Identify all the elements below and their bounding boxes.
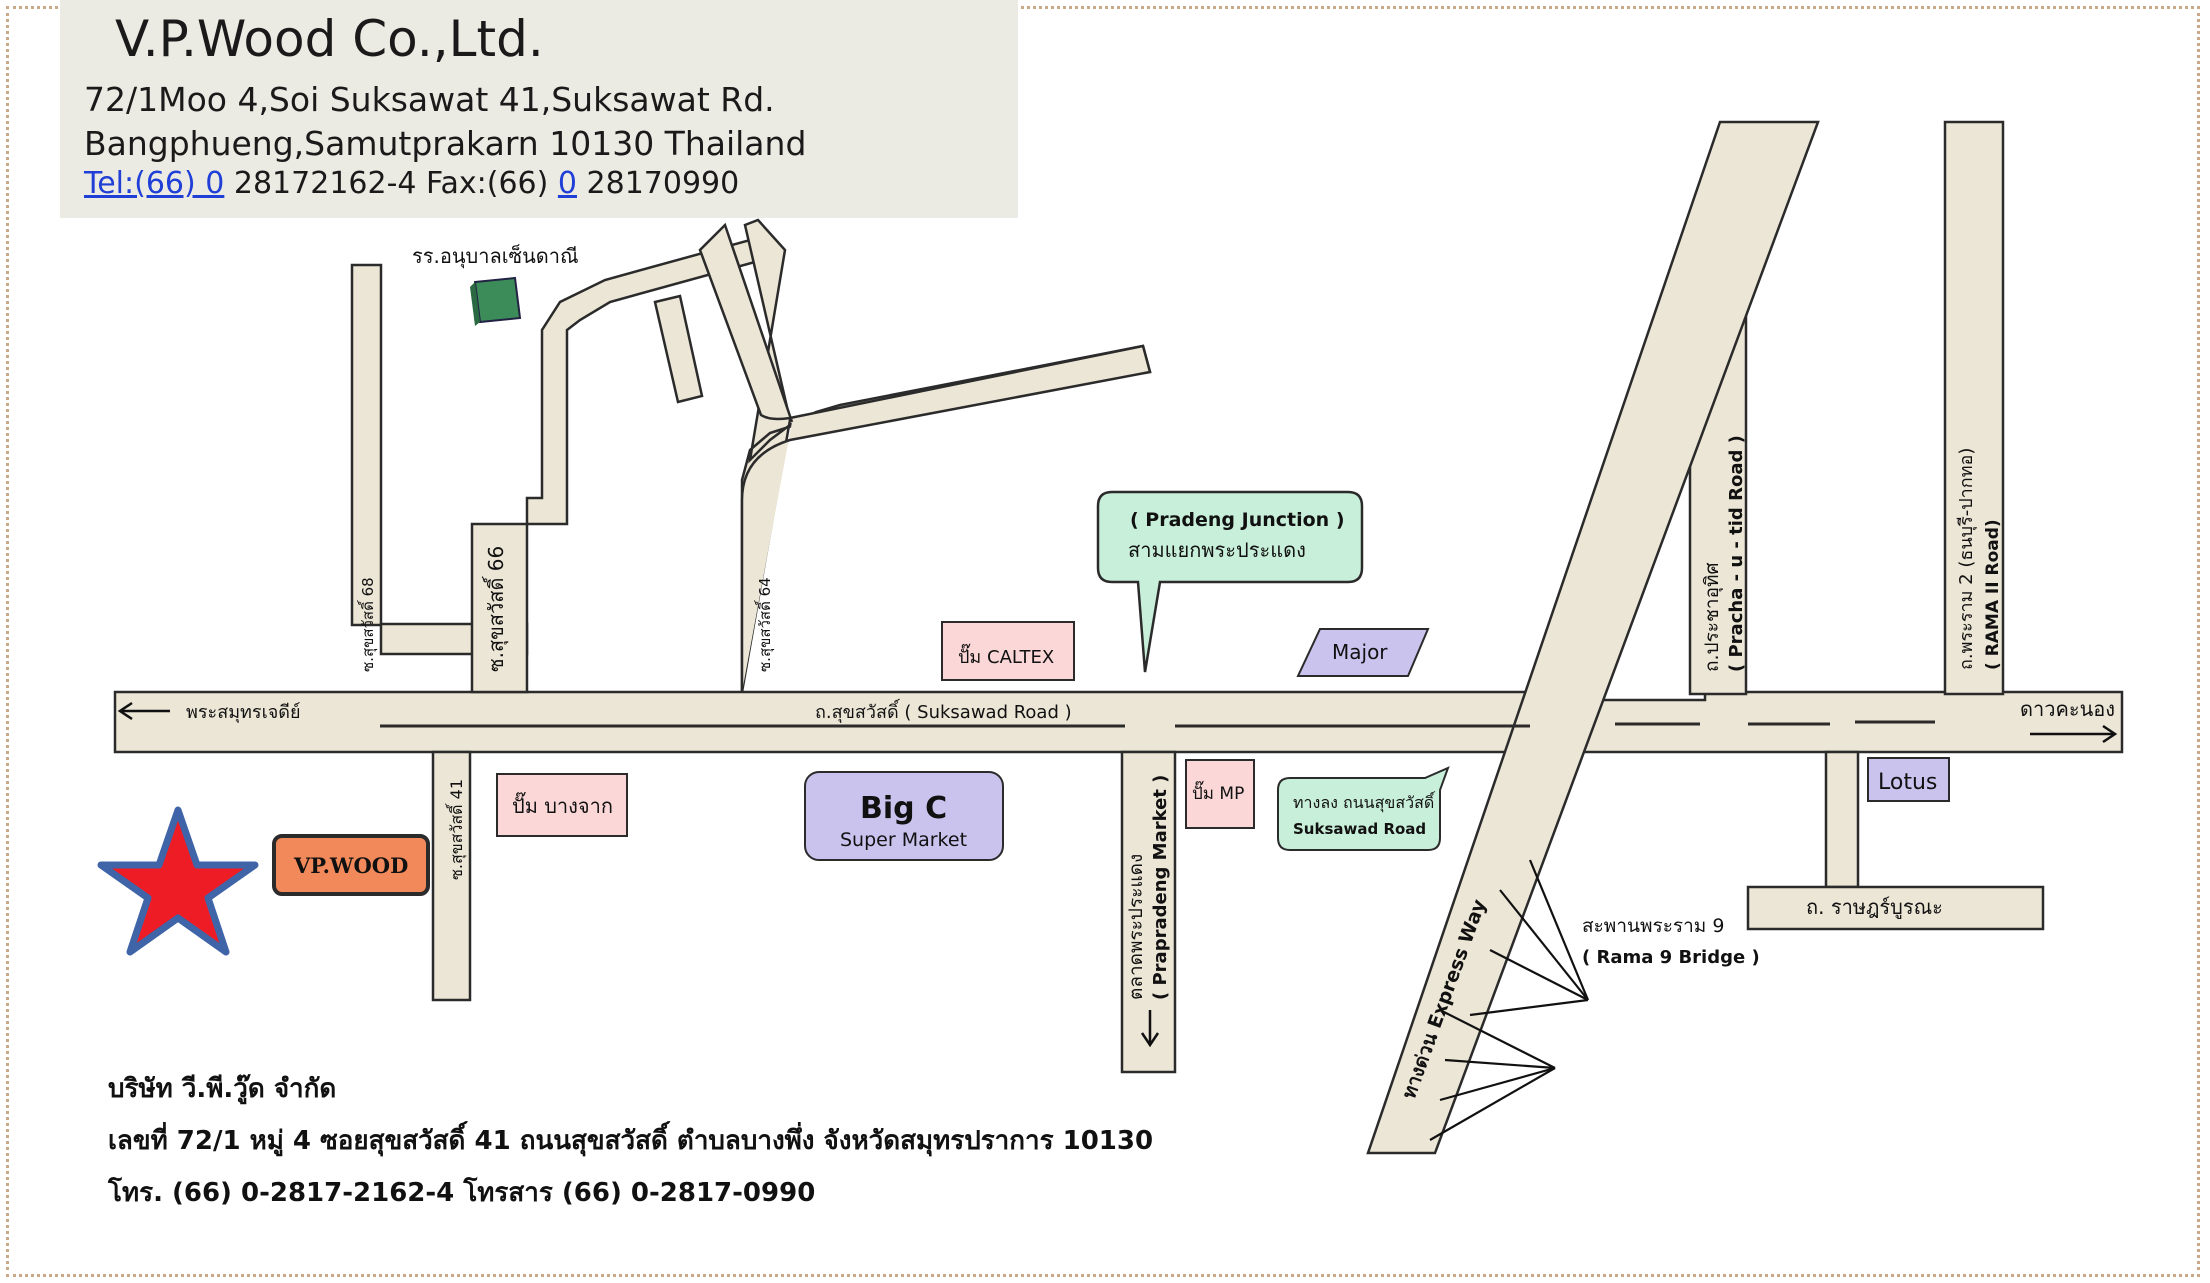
page-border bbox=[6, 6, 2200, 1277]
svg-text:VP.WOOD: VP.WOOD bbox=[293, 853, 408, 878]
contact-line: Tel:(66) 0 28172162-4 Fax:(66) 0 2817099… bbox=[84, 166, 739, 201]
soi-41-label: ซ.สุขสวัสดิ์ 41 bbox=[445, 779, 467, 880]
star-marker-icon bbox=[97, 806, 259, 956]
roads bbox=[113, 120, 2124, 1155]
expressway bbox=[1366, 120, 1820, 1155]
school-label: รร.อนุบาลเซ็นดาณี bbox=[412, 243, 579, 269]
bridge-label-th: สะพานพระราม 9 bbox=[1582, 915, 1724, 937]
soi-41-road bbox=[431, 750, 472, 1002]
pracha-label-en: ( Pracha - u - tid Road ) bbox=[1726, 435, 1747, 672]
address-line-1: 72/1Moo 4,Soi Suksawat 41,Suksawat Rd. bbox=[84, 80, 775, 119]
soi-64-road bbox=[740, 218, 1152, 693]
ratburana-road bbox=[1746, 885, 2045, 931]
suksawad-ramp-callout: ทางลง ถนนสุขสวัสดิ์ Suksawad Road bbox=[1277, 766, 1450, 851]
rama2-label-th: ถ.พระราม 2 (ธนบุรี-ปากทอ) bbox=[1956, 448, 1977, 670]
main-road-label: ถ.สุขสวัสดิ์ ( Suksawad Road ) bbox=[815, 698, 1072, 723]
caltex-station: ปั๊ม CALTEX bbox=[941, 621, 1075, 681]
bangjak-station: ปั๊ม บางจาก bbox=[496, 773, 628, 837]
market-road bbox=[1120, 750, 1177, 1074]
svg-text:Major: Major bbox=[1332, 640, 1388, 664]
fax-zero-link[interactable]: 0 bbox=[557, 166, 577, 201]
svg-text:ปั๊ม CALTEX: ปั๊ม CALTEX bbox=[958, 643, 1054, 668]
tel-link[interactable]: Tel:(66) 0 bbox=[84, 166, 225, 201]
tel-number: 28172162-4 Fax:(66) bbox=[224, 166, 558, 201]
soi-68-label: ซ.สุขสวัสดิ์ 68 bbox=[357, 577, 378, 672]
svg-text:Lotus: Lotus bbox=[1878, 770, 1937, 795]
soi-66-label: ซ.สุขสวัสดิ์ 66 bbox=[481, 546, 509, 672]
arrow-down-icon bbox=[1140, 1010, 1160, 1048]
lane-dividers bbox=[380, 720, 1935, 728]
west-direction-label: พระสมุทรเจดีย์ bbox=[186, 702, 301, 723]
address-line-2: Bangphueng,Samutprakarn 10130 Thailand bbox=[84, 124, 807, 163]
rama9-bridge-cables bbox=[1429, 859, 1590, 1141]
mp-station: ปั๊ม MP bbox=[1185, 759, 1255, 829]
junction-label-th: สามแยกพระประแดง bbox=[1128, 538, 1306, 562]
arrow-left-icon bbox=[117, 701, 170, 721]
pradeng-junction-callout: ( Pradeng Junction ) สามแยกพระประแดง bbox=[1096, 490, 1364, 673]
thai-company-name: บริษัท วี.พี.วู๊ด จำกัด bbox=[108, 1074, 337, 1104]
vpwood-label: VP.WOOD bbox=[272, 834, 430, 896]
major-cinema: Major bbox=[1296, 628, 1430, 677]
pracha-label-th: ถ.ประชาอุทิศ bbox=[1701, 562, 1724, 672]
arrow-right-icon bbox=[2030, 724, 2118, 744]
suksawad-road bbox=[113, 690, 2124, 754]
soi-68-road bbox=[350, 263, 383, 627]
bridge-label-en: ( Rama 9 Bridge ) bbox=[1582, 947, 1760, 968]
lotus-road bbox=[1824, 750, 1860, 889]
company-header bbox=[60, 0, 1018, 218]
svg-text:ปั๊ม MP: ปั๊ม MP bbox=[1192, 780, 1244, 804]
svg-text:Big C: Big C bbox=[860, 791, 947, 826]
lotus-store: Lotus bbox=[1867, 757, 1950, 802]
ratburana-label: ถ. ราษฎร์บูรณะ bbox=[1806, 895, 1943, 920]
thai-phone: โทร. (66) 0-2817-2162-4 โทรสาร (66) 0-28… bbox=[108, 1178, 816, 1208]
thai-address: เลขที่ 72/1 หมู่ 4 ซอยสุขสวัสดิ์ 41 ถนนส… bbox=[108, 1126, 1154, 1156]
svg-text:ปั๊ม บางจาก: ปั๊ม บางจาก bbox=[512, 791, 613, 818]
svg-text:Suksawad Road: Suksawad Road bbox=[1293, 820, 1426, 838]
svg-text:Super Market: Super Market bbox=[840, 829, 967, 851]
rama2-road bbox=[1943, 120, 2005, 696]
bigc-supermarket: Big C Super Market bbox=[804, 771, 1004, 861]
soi-66-branch bbox=[653, 294, 704, 404]
school-building-icon bbox=[470, 276, 522, 326]
junction-label-en: ( Pradeng Junction ) bbox=[1130, 509, 1345, 531]
svg-text:ทางลง ถนนสุขสวัสดิ์: ทางลง ถนนสุขสวัสดิ์ bbox=[1293, 791, 1436, 813]
soi-64-label: ซ.สุขสวัสดิ์ 64 bbox=[754, 577, 775, 672]
soi-64-clean bbox=[698, 222, 1152, 692]
fax-number: 28170990 bbox=[576, 166, 740, 201]
market-label-en: ( Prapradeng Market ) bbox=[1150, 775, 1171, 1000]
market-label-th: ตลาดพระประแดง bbox=[1125, 854, 1147, 1000]
east-direction-label: ดาวคะนอง bbox=[2020, 697, 2115, 721]
rama2-label-en: ( RAMA II Road) bbox=[1983, 519, 2003, 670]
company-name: V.P.Wood Co.,Ltd. bbox=[115, 10, 544, 68]
